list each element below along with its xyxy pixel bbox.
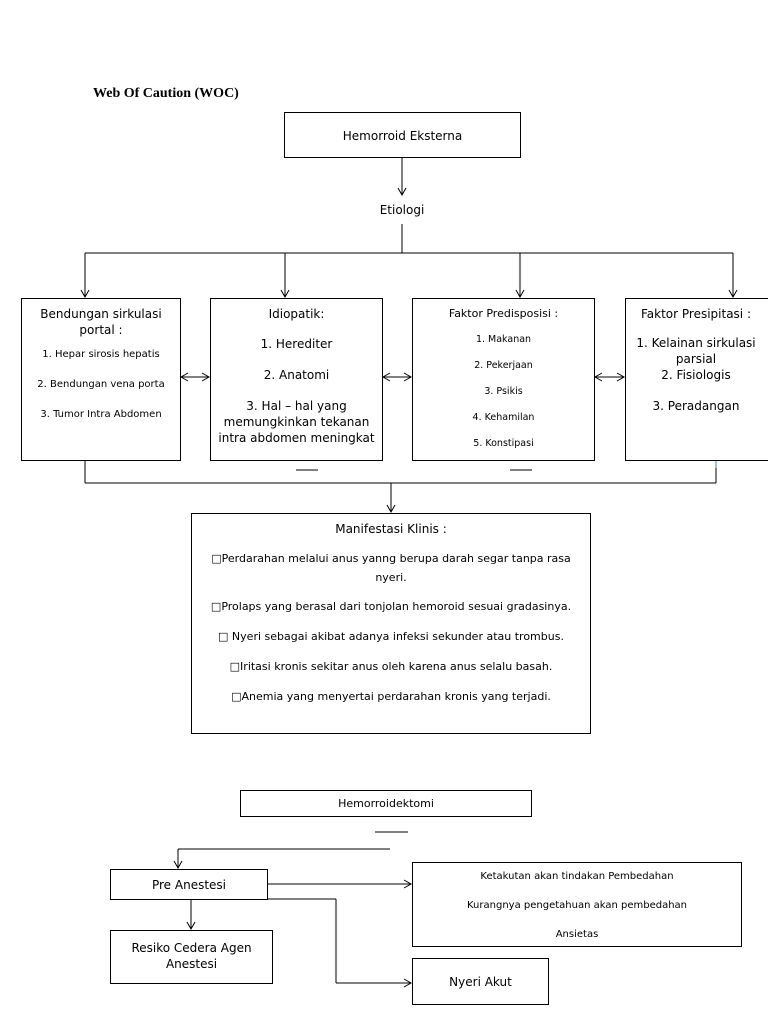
pre-anestesi-box: Pre Anestesi <box>110 869 268 900</box>
manifestasi-title: Manifestasi Klinis : <box>335 522 447 536</box>
bendungan-box: Bendungan sirkulasi portal : 1. Hepar si… <box>21 298 181 461</box>
bullet-box-icon: □ <box>229 660 241 673</box>
presipitasi-box: Faktor Presipitasi : 1. Kelainan sirkula… <box>625 298 768 461</box>
predisposisi-item-2: 2. Pekerjaan <box>474 360 533 371</box>
bullet-box-icon: □ <box>218 630 229 643</box>
diagram-title: Web Of Caution (WOC) <box>93 86 239 101</box>
manifestasi-item-5: □Anemia yang menyertai perdarahan kronis… <box>231 690 551 703</box>
predisposisi-box: Faktor Predisposisi : 1. Makanan 2. Peke… <box>412 298 595 461</box>
bullet-box-icon: □ <box>231 690 242 703</box>
idiopatik-item-3c: intra abdomen meningkat <box>218 431 375 445</box>
resiko-line-2: Anestesi <box>165 957 218 971</box>
hemorroidektomi-label: Hemorroidektomi <box>338 797 434 810</box>
resiko-box: Resiko Cedera Agen Anestesi <box>110 930 273 984</box>
idiopatik-item-1: 1. Herediter <box>260 337 333 351</box>
nyeri-akut-label: Nyeri Akut <box>449 975 512 989</box>
presipitasi-title: Faktor Presipitasi : <box>640 307 751 321</box>
bendungan-title-2: portal : <box>79 323 123 337</box>
nyeri-akut-box: Nyeri Akut <box>412 958 549 1005</box>
presipitasi-item-2: 2. Fisiologis <box>661 368 731 382</box>
ketakutan-box: Ketakutan akan tindakan Pembedahan Kuran… <box>412 862 742 947</box>
manifestasi-item-2: □Prolaps yang berasal dari tonjolan hemo… <box>210 600 572 613</box>
idiopatik-item-3a: 3. Hal – hal yang <box>246 399 347 413</box>
presipitasi-item-3: 3. Peradangan <box>652 399 740 413</box>
hemorroidektomi-box: Hemorroidektomi <box>240 790 532 817</box>
manifestasi-box: Manifestasi Klinis : □Perdarahan melalui… <box>191 513 591 734</box>
predisposisi-item-4: 4. Kehamilan <box>472 412 535 423</box>
manifestasi-item-4: □Iritasi kronis sekitar anus oleh karena… <box>229 660 553 673</box>
ketakutan-line-3: Ansietas <box>555 929 599 940</box>
bullet-box-icon: □ <box>211 552 222 565</box>
manifestasi-item-1-cont: nyeri. <box>375 571 407 584</box>
manifestasi-item-3: □ Nyeri sebagai akibat adanya infeksi se… <box>218 630 564 643</box>
ketakutan-line-2: Kurangnya pengetahuan akan pembedahan <box>467 900 687 911</box>
bendungan-item-1: 1. Hepar sirosis hepatis <box>42 349 160 360</box>
bendungan-item-3: 3. Tumor Intra Abdomen <box>40 409 162 420</box>
etiologi-label: Etiologi <box>379 203 425 217</box>
pre-anestesi-label: Pre Anestesi <box>151 878 226 892</box>
bendungan-title-1: Bendungan sirkulasi <box>40 307 162 321</box>
ketakutan-line-1: Ketakutan akan tindakan Pembedahan <box>480 871 674 882</box>
idiopatik-item-2: 2. Anatomi <box>263 368 330 382</box>
presipitasi-item-1a: 1. Kelainan sirkulasi <box>636 336 756 350</box>
presipitasi-item-1b: parsial <box>675 352 717 366</box>
predisposisi-item-1: 1. Makanan <box>475 334 532 345</box>
hemorroid-eksterna-box: Hemorroid Eksterna <box>284 112 521 158</box>
idiopatik-box: Idiopatik: 1. Herediter 2. Anatomi 3. Ha… <box>210 298 383 461</box>
predisposisi-item-5: 5. Konstipasi <box>473 438 534 449</box>
bullet-box-icon: □ <box>210 600 222 613</box>
hemorroid-eksterna-label: Hemorroid Eksterna <box>342 129 463 143</box>
predisposisi-item-3: 3. Psikis <box>484 386 523 397</box>
idiopatik-title: Idiopatik: <box>268 307 325 321</box>
predisposisi-title: Faktor Predisposisi : <box>448 307 559 320</box>
manifestasi-item-1: □Perdarahan melalui anus yanng berupa da… <box>211 552 571 565</box>
bendungan-item-2: 2. Bendungan vena porta <box>37 379 165 390</box>
idiopatik-item-3b: memungkinkan tekanan <box>223 415 370 429</box>
resiko-line-1: Resiko Cedera Agen <box>131 941 252 955</box>
